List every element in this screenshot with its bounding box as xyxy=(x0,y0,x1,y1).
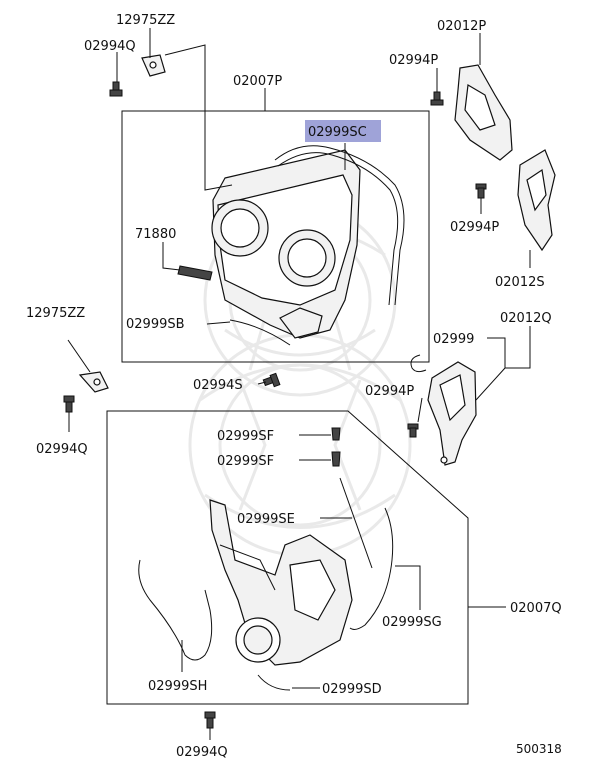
label-02994P-top[interactable]: 02994P xyxy=(389,53,438,68)
pad-71880[interactable] xyxy=(177,265,213,281)
plate-02012S[interactable] xyxy=(517,149,556,252)
plug-02999SF-a[interactable] xyxy=(331,427,341,441)
seal-02999SE[interactable] xyxy=(339,477,373,569)
label-71880[interactable]: 71880 xyxy=(135,227,176,242)
plate-02012Q[interactable] xyxy=(427,361,477,466)
label-02994S[interactable]: 02994S xyxy=(193,378,243,393)
bolt-02994P-mid[interactable] xyxy=(475,183,487,199)
label-02994P-low[interactable]: 02994P xyxy=(365,384,414,399)
bolt-02994Q-bottom[interactable] xyxy=(204,711,216,729)
seal-02999SB[interactable] xyxy=(229,319,291,346)
diagram-reference-number: 500318 xyxy=(516,742,562,756)
bracket-12975ZZ-left[interactable] xyxy=(78,371,109,393)
label-02994P-mid[interactable]: 02994P xyxy=(450,220,499,235)
label-02994Q-left[interactable]: 02994Q xyxy=(36,442,88,457)
seal-02999SD[interactable] xyxy=(257,674,291,691)
label-02999SB[interactable]: 02999SB xyxy=(126,317,185,332)
upper-cover-box xyxy=(121,110,430,363)
highlight-02999SC xyxy=(305,120,381,142)
upper-timing-cover[interactable] xyxy=(211,149,361,339)
plug-02999SF-b[interactable] xyxy=(331,451,341,467)
label-02994Q-bottom[interactable]: 02994Q xyxy=(176,745,228,760)
label-02999SF-b[interactable]: 02999SF xyxy=(217,454,274,469)
label-02999[interactable]: 02999 xyxy=(433,332,474,347)
bolt-02994P-low[interactable] xyxy=(407,423,419,438)
lower-timing-cover[interactable] xyxy=(209,499,353,666)
seal-02999SC-inner xyxy=(277,152,399,306)
label-02012S[interactable]: 02012S xyxy=(495,275,545,290)
label-02999SH[interactable]: 02999SH xyxy=(148,679,207,694)
label-02999SG[interactable]: 02999SG xyxy=(382,615,442,630)
leader-02994P-low xyxy=(417,397,423,423)
label-02999SF-a[interactable]: 02999SF xyxy=(217,429,274,444)
label-02012P[interactable]: 02012P xyxy=(437,19,486,34)
leader-71880 xyxy=(162,242,181,271)
leader-02994S xyxy=(257,381,267,385)
label-02999SD[interactable]: 02999SD xyxy=(322,682,382,697)
leader-02999SB xyxy=(206,321,231,325)
label-02007P[interactable]: 02007P xyxy=(233,74,282,89)
label-12975ZZ-top[interactable]: 12975ZZ xyxy=(116,13,175,28)
lower-cover-box xyxy=(106,410,469,705)
label-02012Q[interactable]: 02012Q xyxy=(500,311,552,326)
leader-12975ZZ-top-b xyxy=(164,44,233,191)
plate-02012P[interactable] xyxy=(454,64,513,161)
clip-02999[interactable] xyxy=(410,354,427,373)
leader-02999 xyxy=(475,337,506,401)
label-12975ZZ-left[interactable]: 12975ZZ xyxy=(26,306,85,321)
label-02007Q[interactable]: 02007Q xyxy=(510,601,562,616)
bolt-02994Q-top[interactable] xyxy=(109,81,123,97)
label-02994Q-top[interactable]: 02994Q xyxy=(84,39,136,54)
leader-02012Q xyxy=(505,326,531,369)
bolt-02994P-top[interactable] xyxy=(430,91,444,106)
label-02999SC[interactable]: 02999SC xyxy=(308,125,367,140)
bracket-12975ZZ-top[interactable] xyxy=(141,54,166,77)
leader-12975ZZ-left xyxy=(67,339,91,373)
seal-02999SH[interactable] xyxy=(138,559,213,661)
label-02999SE[interactable]: 02999SE xyxy=(237,512,295,527)
bolt-02994S[interactable] xyxy=(262,372,281,388)
seal-02999SC[interactable] xyxy=(274,145,405,306)
leader-02999SG xyxy=(395,565,421,610)
bolt-02994Q-left[interactable] xyxy=(63,395,75,413)
seal-02999SG[interactable] xyxy=(349,507,394,630)
